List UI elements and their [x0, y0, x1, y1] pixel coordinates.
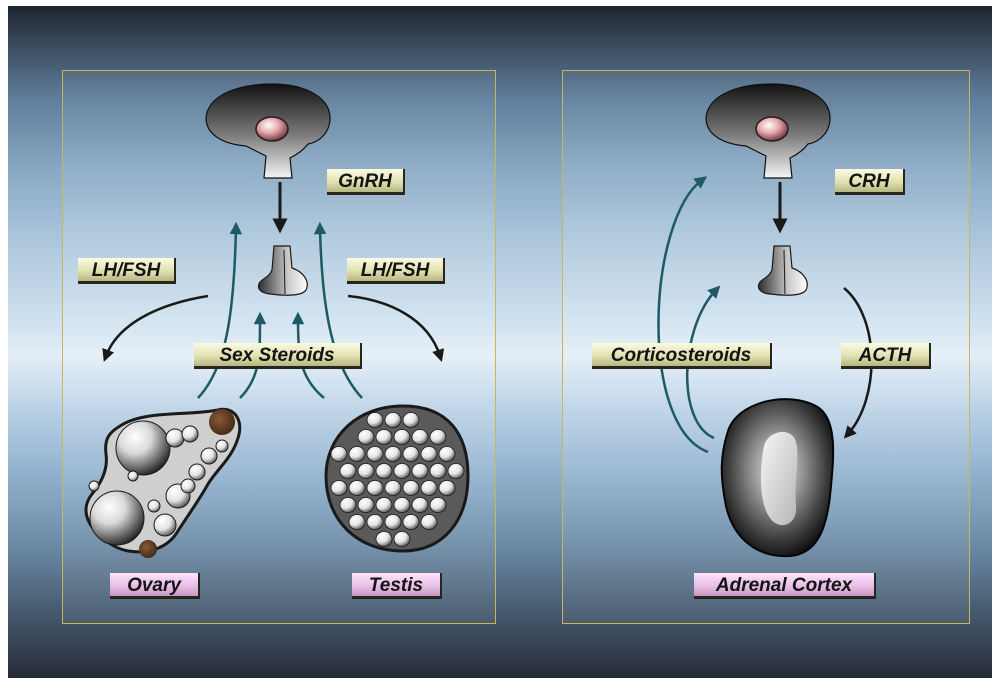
testis-cell — [358, 464, 374, 479]
testis-cell — [340, 498, 356, 513]
lh-fsh-left-label: LH/FSH — [78, 258, 176, 284]
testis-cell — [376, 532, 392, 547]
ovary-label: Ovary — [110, 573, 200, 599]
testis-cell — [349, 447, 365, 462]
testis-cell — [376, 430, 392, 445]
testis-cell — [421, 481, 437, 496]
testis-cell — [349, 481, 365, 496]
testis-cell — [412, 464, 428, 479]
testis-cell — [430, 464, 446, 479]
gnrh-label: GnRH — [327, 169, 405, 195]
testis-cell — [385, 515, 401, 530]
testis-cell — [439, 481, 455, 496]
testis-cell — [421, 447, 437, 462]
corticosteroids-label: Corticosteroids — [592, 343, 772, 369]
testis-cell — [331, 481, 347, 496]
adrenal-cortex-label: Adrenal Cortex — [694, 573, 876, 599]
right-pituitary-icon — [758, 246, 807, 295]
testis-cell — [403, 413, 419, 428]
testis-icon — [326, 406, 468, 551]
testis-cell — [367, 515, 383, 530]
testis-cell — [412, 498, 428, 513]
diagram-canvas: GnRH LH/FSH LH/FSH Sex Steroids Ovary Te… — [8, 6, 992, 678]
testis-cell — [340, 464, 356, 479]
testis-cell — [385, 413, 401, 428]
testis-cell — [430, 498, 446, 513]
testis-cell — [331, 447, 347, 462]
testis-cell — [367, 447, 383, 462]
ovary-icon — [86, 409, 240, 558]
testis-cell — [385, 447, 401, 462]
testis-cell — [403, 481, 419, 496]
left-lh-fsh-arrow — [106, 296, 208, 356]
testis-cell — [349, 515, 365, 530]
testis-cell — [376, 498, 392, 513]
left-hypothalamus-icon — [256, 117, 288, 141]
left-pituitary-icon — [258, 246, 307, 295]
testis-cell — [394, 532, 410, 547]
testis-cell — [430, 430, 446, 445]
testis-cell — [367, 413, 383, 428]
testis-cell — [421, 515, 437, 530]
sex-steroids-label: Sex Steroids — [194, 343, 362, 369]
testis-cell — [403, 515, 419, 530]
corticosteroid-feedback-arrows — [658, 180, 716, 452]
testis-cell — [358, 430, 374, 445]
right-hypothalamus-icon — [756, 117, 788, 141]
testis-cell — [376, 464, 392, 479]
testis-cell — [439, 447, 455, 462]
testis-cell — [367, 481, 383, 496]
crh-label: CRH — [835, 169, 905, 195]
testis-cell — [448, 464, 464, 479]
testis-cell — [394, 498, 410, 513]
testis-label: Testis — [352, 573, 442, 599]
lh-fsh-right-label: LH/FSH — [347, 258, 445, 284]
testis-cell — [385, 481, 401, 496]
testis-cell — [394, 464, 410, 479]
adrenal-cortex-icon — [722, 399, 833, 556]
testis-cell — [358, 498, 374, 513]
testis-cell — [403, 447, 419, 462]
testis-cell — [412, 430, 428, 445]
acth-label: ACTH — [841, 343, 931, 369]
testis-cell — [394, 430, 410, 445]
